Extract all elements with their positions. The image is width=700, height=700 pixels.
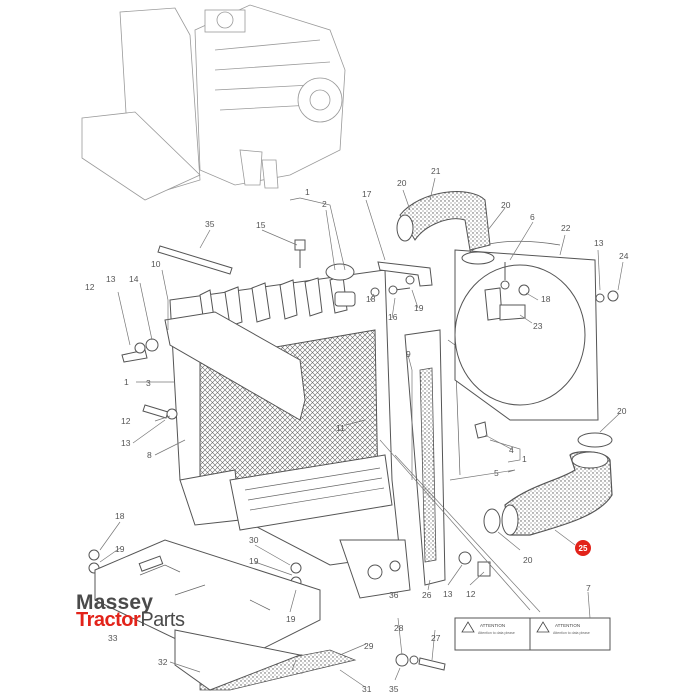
callout-28: 28 [394,623,404,633]
callout-9: 9 [406,349,411,359]
callout-leaders [99,177,624,688]
callout-10: 10 [151,259,161,269]
callout-15: 15 [256,220,266,230]
callout-23: 23 [533,321,543,331]
callout-numbers: 1 2 17 20 21 20 6 22 13 24 18 23 35 15 1… [85,166,629,694]
fan-shroud [454,241,599,421]
callout-7: 7 [586,583,591,593]
label-leader [379,439,541,613]
highlighted-part-badge[interactable]: 25 [575,540,591,556]
callout-24: 24 [619,251,629,261]
callout-13a: 13 [594,238,604,248]
callout-2: 2 [322,199,327,209]
callout-16: 16 [388,312,398,322]
callout-30: 30 [249,535,259,545]
callout-27: 27 [431,633,441,643]
callout-4: 4 [509,445,514,455]
callout-20d: 20 [523,555,533,565]
brand-tractor: Tractor [76,609,141,631]
callout-36: 36 [389,590,399,600]
callout-20b: 20 [501,200,511,210]
callout-1b: 1 [124,377,129,387]
callout-22: 22 [561,223,571,233]
warning-labels: ATTENTION Attention to data please ATTEN… [454,617,611,651]
callout-31: 31 [362,684,372,694]
callout-1c: 1 [522,454,527,464]
callout-33: 33 [108,633,118,643]
callout-34: 35 [205,219,215,229]
brand-line1: Massey [76,591,154,614]
callout-19d: 19 [286,614,296,624]
callout-12b: 12 [121,416,131,426]
side-seal-strip [404,329,461,586]
callout-5: 5 [494,468,499,478]
highlight-dot [575,540,591,556]
upper-hose [396,191,491,251]
callout-18a: 18 [541,294,551,304]
warning-label-1-body: Attention to data please [478,631,515,635]
highlight-label: 25 [579,544,588,553]
callout-1a: 1 [305,187,310,197]
callout-13b: 13 [106,274,116,284]
radiator-assembly [164,269,411,599]
brand-logo: Massey TractorParts [76,592,185,630]
callout-17: 17 [362,189,372,199]
callout-13c: 13 [121,438,131,448]
callout-20c: 20 [617,406,627,416]
callout-19c: 19 [249,556,259,566]
callout-8: 8 [147,450,152,460]
callout-20a: 20 [397,178,407,188]
warning-label-2-title: ATTENTION [555,623,580,628]
brand-line2: TractorParts [76,610,185,630]
callout-19a: 19 [414,303,424,313]
callout-18b: 18 [366,294,376,304]
hose-clamps [461,251,613,534]
warning-label-2-body: Attention to data please [553,631,590,635]
callout-13d: 13 [443,589,453,599]
brand-parts: Parts [140,609,185,631]
callout-35: 35 [389,684,399,694]
callout-11: 11 [336,423,345,433]
warning-label-1-title: ATTENTION [480,623,505,628]
callout-21: 21 [431,166,441,176]
callout-32: 32 [158,657,168,667]
callout-18c: 18 [115,511,125,521]
lower-hose [501,451,613,536]
rod [157,245,233,275]
bottom-plate [94,539,321,666]
engine-overview-sketch [81,4,346,201]
callout-3: 3 [146,378,151,388]
callout-19b: 19 [115,544,125,554]
fasteners [88,239,619,674]
foam-strips [174,629,357,691]
callout-12c: 12 [466,589,476,599]
callout-26: 26 [422,590,432,600]
callout-6: 6 [530,212,535,222]
callout-12a: 12 [85,282,95,292]
callout-29: 29 [364,641,374,651]
callout-14: 14 [129,274,139,284]
